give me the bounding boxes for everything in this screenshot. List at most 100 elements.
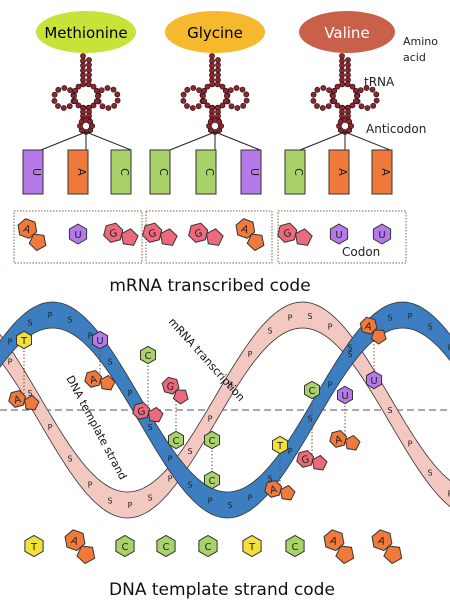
- codon-base: G: [188, 222, 224, 246]
- backbone-marking: S: [427, 469, 432, 478]
- base-letter: C: [145, 351, 152, 362]
- amino-acid-methionine: Methionine: [36, 11, 136, 53]
- backbone-marking: S: [67, 316, 72, 325]
- helix-base: T: [16, 330, 32, 350]
- base-letter: A: [240, 224, 250, 237]
- base-letter: A: [89, 374, 99, 386]
- amino-acid-oval: [36, 11, 136, 53]
- base-pair-rung: CG: [132, 345, 164, 423]
- base-letter: C: [292, 168, 305, 176]
- backbone-marking: P: [248, 350, 253, 359]
- amino-acid-label: Valine: [324, 24, 369, 42]
- base-letter: C: [157, 168, 170, 176]
- dna-double-helix: SPSPSPSPSPSPSPSPSPSPSPSPSPSPSPSPSPSPSPSP…: [0, 301, 450, 519]
- backbone-marking: P: [8, 337, 13, 346]
- anticodon-base: U: [240, 149, 262, 195]
- base-letter: A: [364, 321, 374, 333]
- base-pair-rung: CG: [296, 380, 328, 471]
- codon-base: U: [68, 223, 88, 245]
- base-letter: U: [335, 230, 342, 241]
- base-letter: A: [269, 484, 279, 496]
- base-letter: A: [376, 535, 386, 548]
- anticodon-base: C: [110, 149, 132, 195]
- trna-connector-line: [85, 131, 132, 151]
- helix-base: T: [272, 435, 288, 455]
- backbone-marking: S: [27, 319, 32, 328]
- base-letter: C: [173, 436, 180, 447]
- anticodon-base: C: [195, 149, 217, 195]
- backbone-marking: S: [227, 381, 232, 390]
- base-letter: G: [165, 381, 175, 394]
- base-letter: G: [136, 406, 146, 419]
- backbone-marking: P: [448, 490, 450, 499]
- backbone-marking: P: [328, 322, 333, 331]
- base-letter: A: [379, 168, 392, 176]
- backbone-marking: P: [128, 389, 133, 398]
- codon-base: A: [235, 218, 265, 252]
- dna-template-base: C: [156, 534, 176, 558]
- base-letter: G: [282, 228, 292, 241]
- helix-base: A: [84, 370, 116, 391]
- base-letter: G: [193, 228, 203, 241]
- trna-cloverleaf: [169, 53, 261, 151]
- base-letter: A: [69, 535, 79, 548]
- dna-template-base: C: [198, 534, 218, 558]
- base-letter: A: [75, 168, 88, 176]
- dna-template-base: A: [323, 529, 355, 565]
- dna-template-base: C: [285, 534, 305, 558]
- base-letter: A: [336, 168, 349, 176]
- anticodon-side-label: Anticodon: [366, 122, 426, 136]
- helix-base: A: [8, 390, 40, 411]
- helix-base: U: [92, 330, 108, 350]
- backbone-marking: S: [267, 327, 272, 336]
- base-letter: U: [370, 376, 377, 387]
- backbone-marking: S: [107, 357, 112, 366]
- codon-base: G: [142, 222, 178, 246]
- backbone-marking: S: [267, 475, 272, 484]
- base-letter: C: [292, 542, 299, 553]
- backbone-marking: S: [67, 455, 72, 464]
- base-letter: T: [248, 542, 256, 553]
- helix-base: U: [337, 385, 353, 405]
- anticodon-base: C: [149, 149, 171, 195]
- helix-base: G: [132, 402, 164, 423]
- base-letter: A: [334, 434, 344, 446]
- backbone-marking: P: [408, 439, 413, 448]
- backbone-marking: P: [48, 423, 53, 432]
- base-pair-rung: UA: [84, 330, 116, 391]
- base-letter: U: [248, 168, 261, 176]
- base-pair-rung: TA: [8, 330, 40, 411]
- backbone-marking: S: [27, 389, 32, 398]
- anticodon-base: U: [22, 149, 44, 195]
- trna-cloverleaf: [299, 53, 391, 151]
- amino-acid-label: Methionine: [44, 24, 127, 42]
- base-letter: C: [209, 476, 216, 487]
- backbone-marking: P: [448, 343, 450, 352]
- trna-cloverleaf: [40, 53, 132, 151]
- backbone-marking: S: [387, 406, 392, 415]
- trna-connector-line: [299, 131, 346, 151]
- backbone-marking: P: [248, 493, 253, 502]
- trna-connector-line: [344, 131, 391, 151]
- backbone-marking: P: [88, 480, 93, 489]
- helix-base: G: [161, 376, 189, 405]
- codon-base: A: [17, 218, 47, 252]
- backbone-marking: P: [288, 447, 293, 456]
- backbone-marking: S: [307, 415, 312, 424]
- backbone-marking: S: [227, 501, 232, 510]
- base-letter: U: [378, 230, 385, 241]
- base-pair-rung: UA: [329, 385, 361, 451]
- backbone-marking: S: [147, 493, 152, 502]
- backbone-marking: P: [168, 455, 173, 464]
- amino-acid-valine: Valine: [299, 11, 395, 53]
- backbone-marking: S: [427, 322, 432, 331]
- trna-side-label: tRNA: [364, 75, 395, 89]
- backbone-marking: S: [387, 313, 392, 322]
- dna-template-base: T: [242, 534, 262, 558]
- helix-base: C: [304, 380, 320, 400]
- amino-acid-glycine: Glycine: [165, 11, 265, 53]
- base-letter: C: [203, 168, 216, 176]
